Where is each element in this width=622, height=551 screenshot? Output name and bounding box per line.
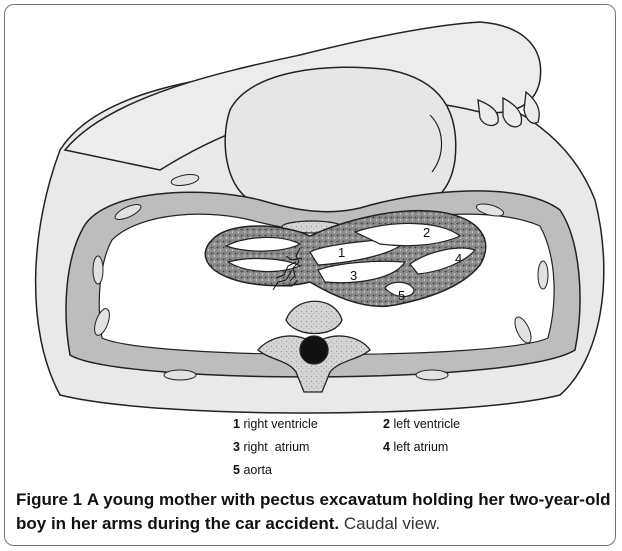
figure-caption: Figure 1 A young mother with pectus exca… xyxy=(16,488,612,536)
legend-item-1: 1 right ventricle xyxy=(233,417,318,431)
child-head xyxy=(225,67,456,212)
diagram-label-5: 5 xyxy=(398,288,405,303)
figure-label: Figure 1 xyxy=(16,490,82,509)
thorax-illustration: 1 2 3 4 5 xyxy=(0,0,622,480)
diagram-label-1: 1 xyxy=(338,245,345,260)
diagram-label-4: 4 xyxy=(455,251,462,266)
figure-title: A young mother with pectus excavatum hol… xyxy=(16,490,610,533)
diagram-label-2: 2 xyxy=(423,225,430,240)
aorta-spinal xyxy=(300,336,328,364)
legend-item-5: 5 aorta xyxy=(233,463,272,477)
figure-view: Caudal view. xyxy=(344,514,440,533)
diagram-label-3: 3 xyxy=(350,268,357,283)
legend-item-4: 4 left atrium xyxy=(383,440,448,454)
legend-item-3: 3 right atrium xyxy=(233,440,309,454)
legend-item-2: 2 left ventricle xyxy=(383,417,460,431)
